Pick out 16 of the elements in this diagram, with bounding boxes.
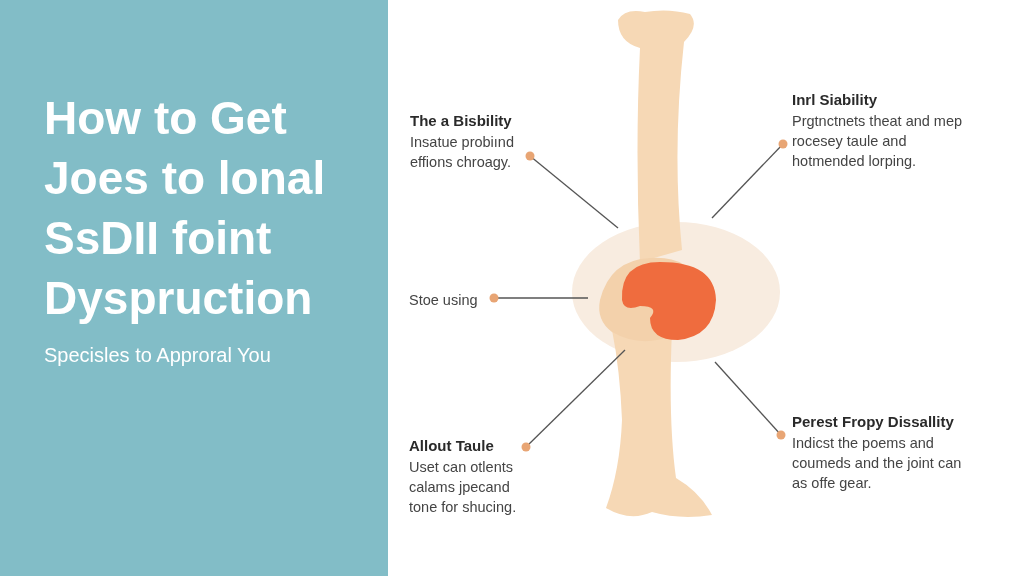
callout-heading: Perest Fropy Dissallity (792, 413, 955, 430)
subtitle: Specisles to Approral You (44, 344, 271, 367)
leader-line (489, 293, 589, 303)
callout-heading: Inrl Siability (792, 91, 879, 108)
leader-line (525, 151, 619, 229)
leader-line (714, 361, 786, 440)
leader-line (521, 349, 626, 452)
callout-text: Stoe using (409, 291, 479, 310)
title: How to Get Joes to lonal SsDII foint Dyspruction (44, 91, 327, 326)
callout-text: Prgtnctnets theat and mep rocesey taule and hotmended lorping. (792, 112, 964, 171)
callout-heading: The a Bisbility (410, 112, 513, 129)
callout-text: Indicst the poems and coumeds and the joint can as offe gear. (792, 434, 963, 493)
callout-heading: Allout Taule (409, 437, 495, 454)
callout-text: Uset can otlents calams jpecand tone for shucing. (409, 458, 518, 517)
leader-line (711, 139, 788, 219)
callout-text: Insatue probiınd effions chroagy. (410, 133, 515, 172)
